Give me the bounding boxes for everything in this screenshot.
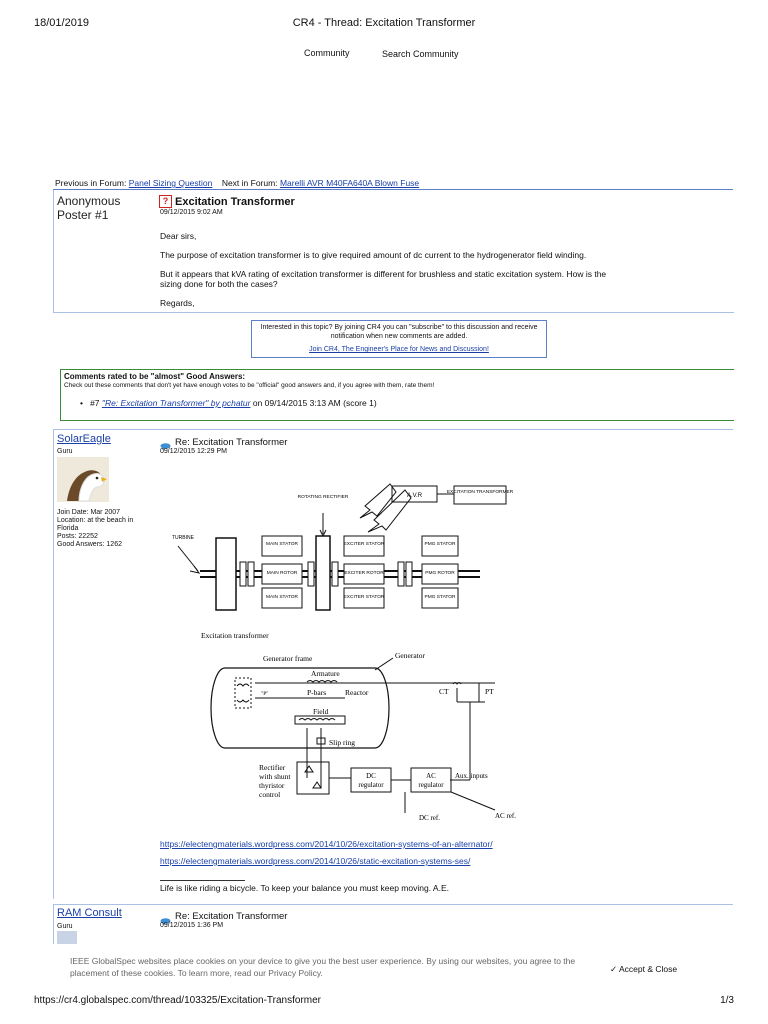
post-body: Dear sirs, The purpose of excitation tra… [160,231,630,317]
pmg-stator-label-bottom: PMG STATOR [425,594,456,600]
post-date: 09/12/2015 9:02 AM [160,209,223,216]
print-page-number: 1/3 [720,995,734,1006]
reference-link[interactable]: https://electengmaterials.wordpress.com/… [160,856,470,866]
pbars-label: P-bars [307,688,326,697]
subscribe-box: Interested in this topic? By joining CR4… [251,320,547,358]
pt-label: PT [485,687,494,696]
bullet: • [80,398,88,408]
avatar [57,931,77,945]
exciter-stator-label-top: EXCITER STATOR [344,541,385,547]
static-excitation-diagram: Excitation transformer Generator frame G… [195,628,550,828]
turbine-label: TURBINE [172,535,195,541]
good-answers-title: Comments rated to be "almost" Good Answe… [64,372,245,381]
svg-text:regulator: regulator [358,781,384,789]
subscribe-text: Interested in this topic? By joining CR4… [252,323,546,341]
signature-divider [160,880,245,881]
post-paragraph: The purpose of excitation transformer is… [160,250,630,260]
svg-text:"P": "P" [261,691,269,697]
accept-cookies-button[interactable]: ✓ Accept & Close [610,964,677,975]
post-title: Re: Excitation Transformer [175,437,287,448]
post-title: Excitation Transformer [175,196,295,208]
reactor-label: Reactor [345,688,369,697]
generator-frame-label: Generator frame [263,654,313,663]
field-label: Field [313,707,329,716]
ac-ref-label: AC ref. [495,812,516,820]
aux-inputs-label: Aux. inputs [455,772,488,780]
exciter-stator-label-bottom: EXCITER STATOR [344,594,385,600]
post-paragraph: Dear sirs, [160,231,630,241]
rotating-rectifier-label: ROTATING RECTIFIER [298,494,349,500]
good-answers-note: Check out these comments that don't yet … [64,382,434,389]
pmg-stator-label-top: PMG STATOR [425,541,456,547]
generator-label: Generator [395,651,425,660]
main-stator-label-top: MAIN STATOR [266,541,299,547]
post-date: 09/12/2015 1:36 PM [160,922,223,929]
svg-text:ROTATING RECTIFIER: ROTATING RECTIFIER [298,494,349,500]
svg-text:regulator: regulator [418,781,444,789]
reply-post [53,904,734,944]
pmg-rotor-label: PMG ROTOR [425,570,455,576]
main-stator-label-bottom: MAIN STATOR [266,594,299,600]
nav-search-community[interactable]: Search Community [382,49,459,59]
post-author[interactable]: SolarEagle [57,433,111,445]
avatar [57,457,109,502]
next-label: Next in Forum: [222,178,278,188]
main-rotor-label: MAIN ROTOR [267,570,298,576]
post-author[interactable]: RAM Consult [57,907,122,919]
post-paragraph: But it appears that kVA rating of excita… [160,269,630,289]
exciter-rotor-label: EXCITER ROTOR [344,570,384,576]
author-rank: Guru [57,923,73,930]
ct-label: CT [439,687,449,696]
dc-ref-label: DC ref. [419,814,440,822]
post-author: Anonymous Poster #1 [57,194,149,222]
svg-text:AC: AC [426,772,436,780]
question-icon: ? [159,195,172,208]
post-count: Posts: 22252 [57,533,152,541]
good-answer-count: Good Answers: 1262 [57,541,152,549]
post-title: Re: Excitation Transformer [175,911,287,922]
prev-thread-link[interactable]: Panel Sizing Question [129,178,213,188]
good-answer-number: #7 [90,398,99,408]
brushless-excitation-diagram: A.V.R EXCITATION TRANSFORMER ROTATING RE… [160,476,520,616]
svg-text:DC: DC [366,772,376,780]
excitation-transformer-label: Excitation transformer [201,631,269,640]
forum-navigation: Previous in Forum: Panel Sizing Question… [55,178,419,188]
reference-link[interactable]: https://electengmaterials.wordpress.com/… [160,839,493,849]
author-stats: Join Date: Mar 2007 Location: at the bea… [57,509,152,549]
location: Location: at the beach in Florida [57,517,152,533]
good-answer-meta: on 09/14/2015 3:13 AM (score 1) [253,398,377,408]
post-date: 09/12/2015 12:29 PM [160,448,227,455]
good-answer-item: • #7 "Re: Excitation Transformer" by pch… [80,398,377,408]
armature-label: Armature [311,669,340,678]
good-answer-link[interactable]: "Re: Excitation Transformer" by pchatur [102,398,251,408]
comment-bubble-icon [160,912,171,919]
nav-community-link[interactable]: Community [304,48,350,58]
join-cr4-link[interactable]: Join CR4, The Engineer's Place for News … [252,345,546,354]
post-paragraph: Regards, [160,298,630,308]
author-rank: Guru [57,448,73,455]
print-title: CR4 - Thread: Excitation Transformer [0,17,768,29]
next-thread-link[interactable]: Marelli AVR M40FA640A Blown Fuse [280,178,419,188]
signature: Life is like riding a bicycle. To keep y… [160,883,449,893]
prev-label: Previous in Forum: [55,178,126,188]
excitation-transformer-label: EXCITATION TRANSFORMER [447,489,514,495]
cookie-text: IEEE GlobalSpec websites place cookies o… [70,955,590,979]
svg-text:EXCITATION TRANSFORMER: EXCITATION TRANSFORMER [447,489,514,495]
join-date: Join Date: Mar 2007 [57,509,152,517]
print-url: https://cr4.globalspec.com/thread/103325… [34,995,321,1006]
comment-bubble-icon [160,437,171,444]
slip-ring-label: Slip ring [329,738,355,747]
